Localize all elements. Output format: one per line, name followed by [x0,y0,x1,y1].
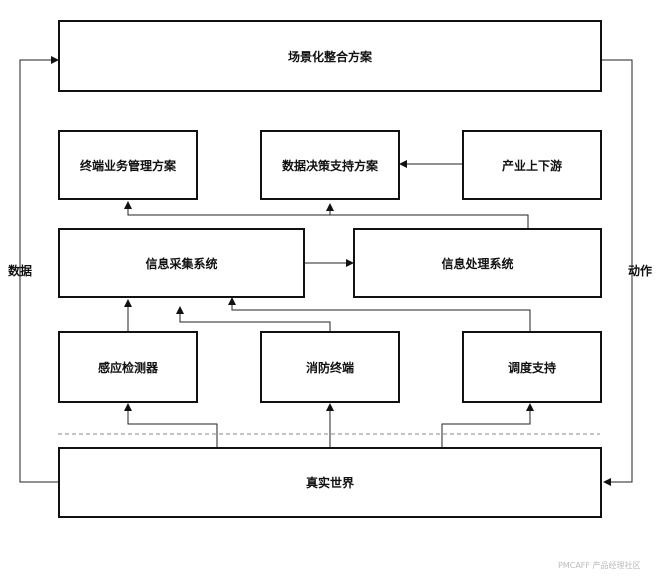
node-real-world: 真实世界 [58,447,602,518]
node-data-decision: 数据决策支持方案 [260,130,400,200]
action-loop-connector [602,59,633,486]
node-label: 终端业务管理方案 [79,158,176,173]
data-flow-label: 数据 [8,264,33,278]
node-info-process: 信息处理系统 [353,228,602,298]
node-label: 数据决策支持方案 [281,158,378,173]
fire-to-collect-connector [176,306,331,331]
node-label: 产业上下游 [501,158,562,173]
data-loop-connector [19,56,59,483]
node-dispatch: 调度支持 [462,331,602,403]
node-label: 信息处理系统 [441,256,514,271]
world-to-sensor-connector [124,403,218,447]
node-label: 真实世界 [305,476,354,490]
action-flow-label: 动作 [628,264,653,278]
node-label: 场景化整合方案 [287,49,372,64]
process-to-solutions-connector [124,201,529,228]
node-info-collect: 信息采集系统 [58,228,305,298]
node-label: 感应检测器 [97,360,158,375]
node-industry-chain: 产业上下游 [462,130,602,200]
watermark-text: PMCAFF 产品经理社区 [558,561,641,570]
node-fire-terminal: 消防终端 [260,331,400,403]
node-label: 调度支持 [507,360,556,375]
dispatch-to-collect-connector [228,297,531,331]
world-to-dispatch-connector [441,403,534,447]
node-label: 消防终端 [305,360,354,375]
node-label: 信息采集系统 [145,256,218,271]
node-scenario-solution: 场景化整合方案 [58,20,602,92]
node-terminal-business: 终端业务管理方案 [58,130,198,200]
node-sensor: 感应检测器 [58,331,198,403]
